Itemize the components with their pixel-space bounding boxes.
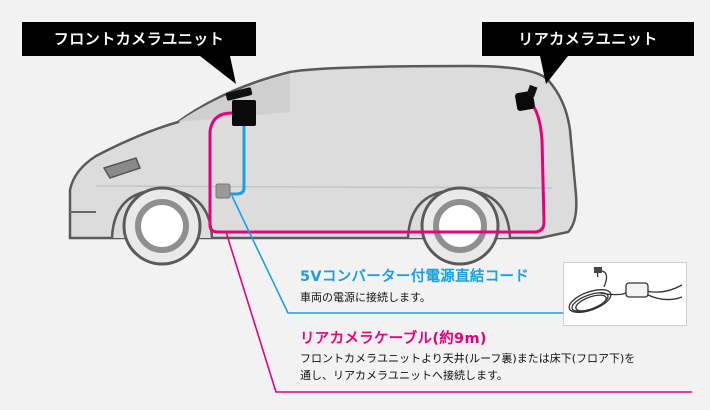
rear-camera-cable-route bbox=[208, 100, 546, 234]
rear-cable-description-line-1: フロントカメラユニットより天井(ルーフ裏)または床下(フロア下)を bbox=[300, 352, 636, 365]
front-wheel bbox=[122, 186, 202, 266]
headlight bbox=[102, 157, 141, 179]
converter-description: 車両の電源に接続します。 bbox=[300, 291, 431, 304]
rear-cable-title: リアカメラケーブル(約9m) bbox=[300, 331, 487, 347]
front-camera-unit bbox=[225, 87, 256, 126]
rear-cable-description: フロントカメラユニットより天井(ルーフ裏)または床下(フロア下)を 通し、リアカ… bbox=[300, 350, 635, 384]
rear-camera-callout: リアカメラユニット bbox=[482, 22, 694, 56]
rear-cable-description-line-2: 通し、リアカメラユニットへ接続します。 bbox=[300, 369, 508, 382]
rear-wheel bbox=[420, 186, 500, 266]
power-cord-product-image bbox=[563, 262, 687, 326]
front-camera-callout: フロントカメラユニット bbox=[22, 22, 256, 56]
power-cord-leader bbox=[231, 195, 563, 314]
rear-cable-leader bbox=[225, 231, 692, 393]
converter-title: 5Vコンバーター付電源直結コード bbox=[300, 269, 530, 285]
rear-camera-unit bbox=[515, 84, 538, 111]
power-cord-route bbox=[230, 124, 246, 196]
converter-box bbox=[215, 183, 231, 199]
